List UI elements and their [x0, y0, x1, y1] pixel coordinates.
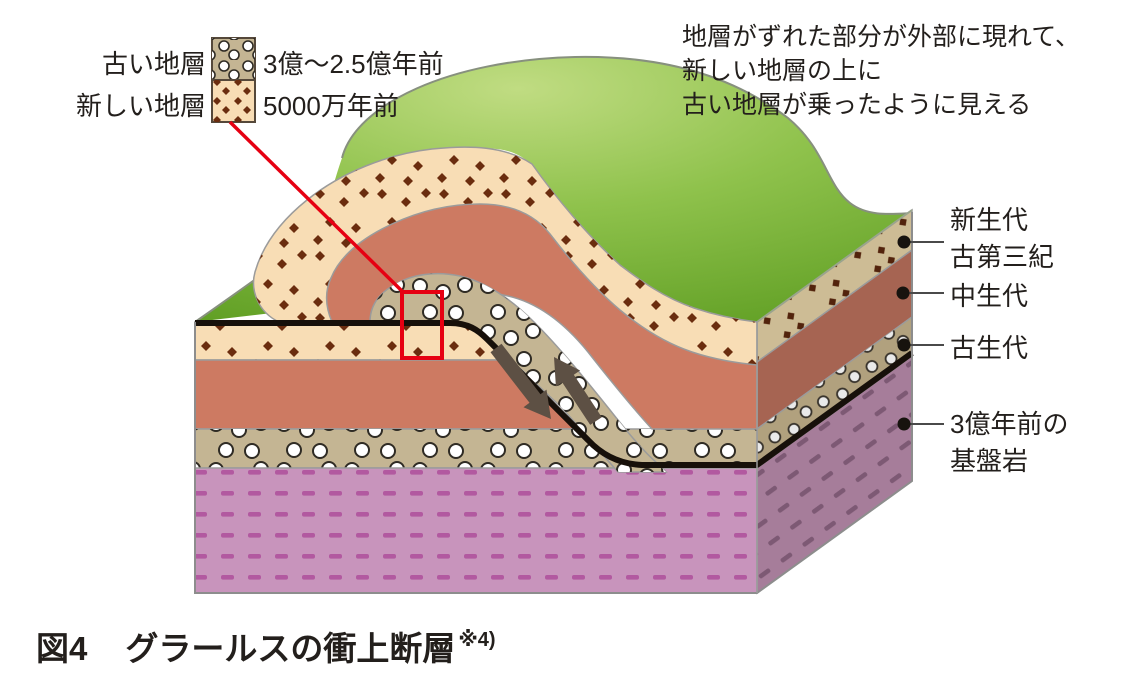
label-cenozoic-line2: 古第三紀 [950, 242, 1055, 272]
figure-reference-mark: ※4) [458, 629, 496, 651]
legend-new-strata-value: 5000万年前 [263, 91, 399, 121]
fault-movement-arrows [490, 343, 602, 425]
annotation-text: 地層がずれた部分が外部に現れて、 新しい地層の上に 古い地層が乗ったように見える [682, 20, 1080, 122]
basement-dot [897, 417, 911, 431]
figure-number: 図4 [36, 630, 88, 667]
annotation-line-3: 古い地層が乗ったように見える [682, 91, 1032, 119]
label-basement-line1: 3億年前の [950, 409, 1069, 439]
label-cenozoic: 新生代 古第三紀 [950, 202, 1054, 276]
layer-leader-lines [896, 235, 944, 431]
figure-caption: 図4 グラールスの衝上断層 ※4) [36, 622, 496, 670]
downthrow-arrow-icon [490, 343, 551, 419]
front-basement-layer [195, 468, 757, 593]
fold-nappe [252, 146, 758, 473]
highlight-rect [400, 290, 444, 360]
label-mesozoic: 中生代 [950, 281, 1029, 311]
figure-title: グラールスの衝上断層 [125, 630, 456, 667]
legend-new-strata-swatch [212, 80, 255, 122]
paleozoic-dot [897, 338, 911, 352]
cenozoic-dot [897, 235, 911, 249]
legend-swatches [211, 37, 256, 123]
annotation-line-1: 地層がずれた部分が外部に現れて、 [682, 23, 1081, 51]
thrust-fault-line [195, 320, 914, 468]
annotation-line-2: 新しい地層の上に [682, 57, 883, 85]
block-outline [194, 212, 913, 594]
upthrow-arrow-icon [554, 357, 602, 425]
legend-old-strata-label: 古い地層 [101, 49, 206, 79]
front-new-strata-layer [195, 322, 509, 360]
fault-highlight [228, 120, 444, 360]
label-paleozoic: 古生代 [950, 333, 1029, 363]
callout-line [228, 120, 406, 295]
legend-old-strata-value: 3億〜2.5億年前 [263, 49, 444, 79]
mesozoic-dot [896, 286, 910, 300]
label-basement: 3億年前の 基盤岩 [950, 406, 1068, 480]
label-cenozoic-line1: 新生代 [950, 205, 1029, 235]
legend-old-strata-swatch [212, 38, 255, 80]
label-basement-line2: 基盤岩 [950, 446, 1029, 476]
legend-new-strata-label: 新しい地層 [75, 91, 206, 121]
